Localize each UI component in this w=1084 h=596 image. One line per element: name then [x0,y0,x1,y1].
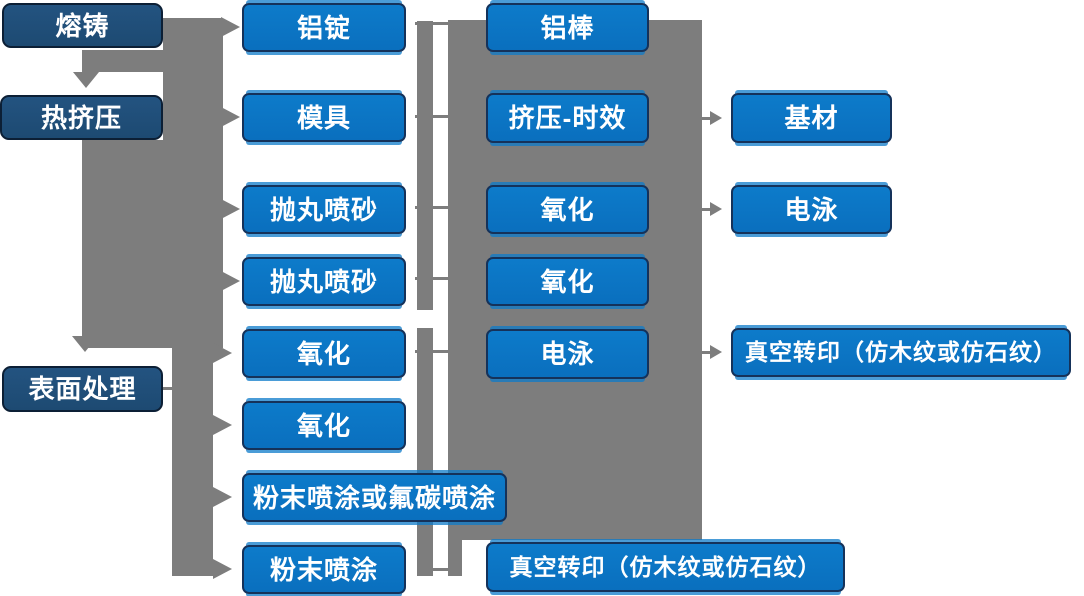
connector-line [415,115,449,118]
node-aluminum-rod: 铝棒 [486,3,649,52]
arrowhead-right-icon [710,345,722,359]
arrowhead-down-icon [73,72,99,88]
connector-band [82,50,163,72]
connector-line [415,350,449,353]
connector-line [415,206,449,209]
arrowhead-right-icon [213,343,232,363]
node-oxidation-1: 氧化 [242,329,406,378]
connector-line [163,387,175,390]
connector-band [448,540,462,576]
arrowhead-right-icon [221,17,240,37]
node-base-material: 基材 [731,93,892,143]
node-surface-treatment: 表面处理 [2,366,163,412]
connector-line [415,22,449,25]
connector-line [432,568,449,571]
node-vacuum-transfer-bottom: 真空转印（仿木纹或仿石纹） [486,542,845,592]
node-hot-extrusion: 热挤压 [0,95,163,140]
connector-band [82,140,223,348]
arrowhead-right-icon [710,111,722,125]
node-shot-blasting-1: 抛丸喷砂 [242,185,406,234]
connector-line [415,277,449,280]
node-oxidation-4: 氧化 [486,257,649,306]
connector-band [163,18,223,142]
arrowhead-down-icon [72,336,98,352]
arrowhead-right-icon [710,202,722,216]
node-aluminum-ingot: 铝锭 [242,3,406,52]
node-powder-or-fluorocarbon-coating: 粉末喷涂或氟碳喷涂 [242,473,507,522]
node-oxidation-3: 氧化 [486,185,649,234]
connector-band [172,348,213,576]
node-powder-coating: 粉末喷涂 [242,545,406,594]
arrowhead-right-icon [213,487,232,507]
node-melting-casting: 熔铸 [2,3,163,48]
arrowhead-right-icon [221,271,240,291]
connector-band [417,328,433,576]
node-shot-blasting-2: 抛丸喷砂 [242,257,406,306]
node-oxidation-2: 氧化 [242,401,406,450]
node-vacuum-transfer-right: 真空转印（仿木纹或仿石纹） [731,328,1071,377]
node-electrophoresis-1: 电泳 [486,329,649,379]
connector-band [417,21,433,310]
node-mold: 模具 [242,93,406,142]
node-electrophoresis-2: 电泳 [731,185,892,234]
arrowhead-right-icon [221,199,240,219]
arrowhead-right-icon [213,415,232,435]
connector-line [700,208,711,211]
arrowhead-right-icon [221,107,240,127]
arrowhead-right-icon [213,559,232,579]
node-extrusion-aging: 挤压-时效 [486,93,649,143]
connector-line [700,117,711,120]
connector-line [700,351,711,354]
